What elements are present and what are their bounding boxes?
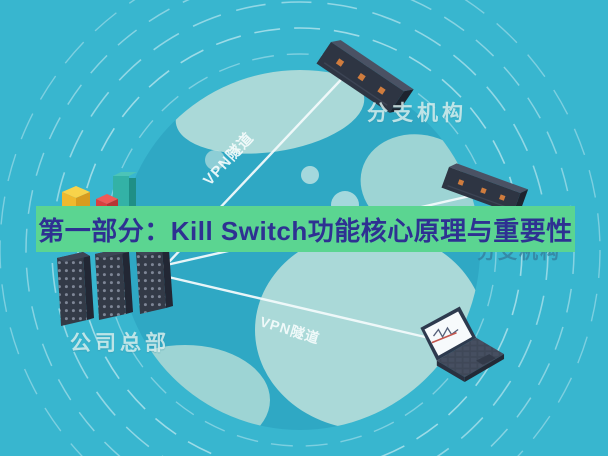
office-buildings-icon <box>57 246 173 326</box>
laptop-icon <box>420 306 505 382</box>
vpn-line-hq-laptop <box>163 274 439 342</box>
branch-office-top-label: 分支机构 <box>367 102 467 125</box>
section-title-text: 第一部分：Kill Switch功能核心原理与重要性 <box>38 215 573 246</box>
section-title-banner: 第一部分：Kill Switch功能核心原理与重要性 <box>36 206 575 252</box>
headquarters-label: 公司总部 <box>70 332 170 355</box>
server-icon <box>316 40 414 113</box>
